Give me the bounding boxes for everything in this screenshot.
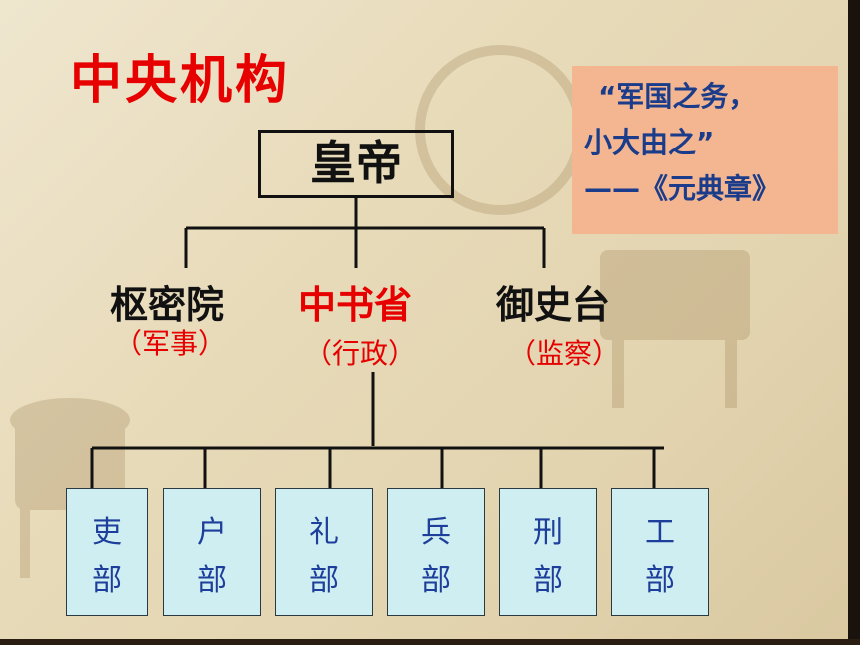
dept-char-2: 部: [421, 563, 451, 598]
dept-char-2: 部: [309, 563, 339, 598]
quote-line-1: “军国之务，: [598, 80, 757, 113]
dept-works: 工 部: [611, 488, 709, 616]
dept-char-1: 刑: [533, 515, 563, 550]
emperor-box: 皇帝: [258, 130, 454, 198]
frame-bottom-border: [0, 639, 860, 645]
branch-censorate-name: 御史台: [496, 283, 611, 327]
frame-right-border: [848, 0, 860, 645]
branch-censorate-role: （监察）: [508, 337, 621, 370]
quote-source: ——《元典章》: [584, 172, 781, 205]
dept-rites: 礼 部: [275, 488, 373, 616]
dept-personnel: 吏 部: [66, 488, 148, 616]
branch-secretariat-role: （行政）: [304, 337, 417, 370]
dept-char-2: 部: [92, 563, 122, 598]
dept-revenue: 户 部: [163, 488, 261, 616]
dept-justice: 刑 部: [499, 488, 597, 616]
dept-char-2: 部: [533, 563, 563, 598]
dept-war: 兵 部: [387, 488, 485, 616]
dept-char-1: 工: [645, 515, 675, 550]
dept-char-1: 户: [197, 515, 227, 550]
quote-line-2: 小大由之”: [584, 126, 715, 159]
dept-char-1: 兵: [421, 515, 451, 550]
quote-box: “军国之务， 小大由之” ——《元典章》: [572, 66, 838, 234]
page-title: 中央机构: [70, 51, 291, 111]
dept-char-1: 吏: [92, 515, 122, 550]
branch-military-role: （军事）: [114, 327, 227, 360]
branch-secretariat-name: 中书省: [298, 283, 413, 327]
branch-military-name: 枢密院: [110, 283, 225, 327]
dept-char-2: 部: [197, 563, 227, 598]
dept-char-1: 礼: [309, 515, 339, 550]
dept-char-2: 部: [645, 563, 675, 598]
